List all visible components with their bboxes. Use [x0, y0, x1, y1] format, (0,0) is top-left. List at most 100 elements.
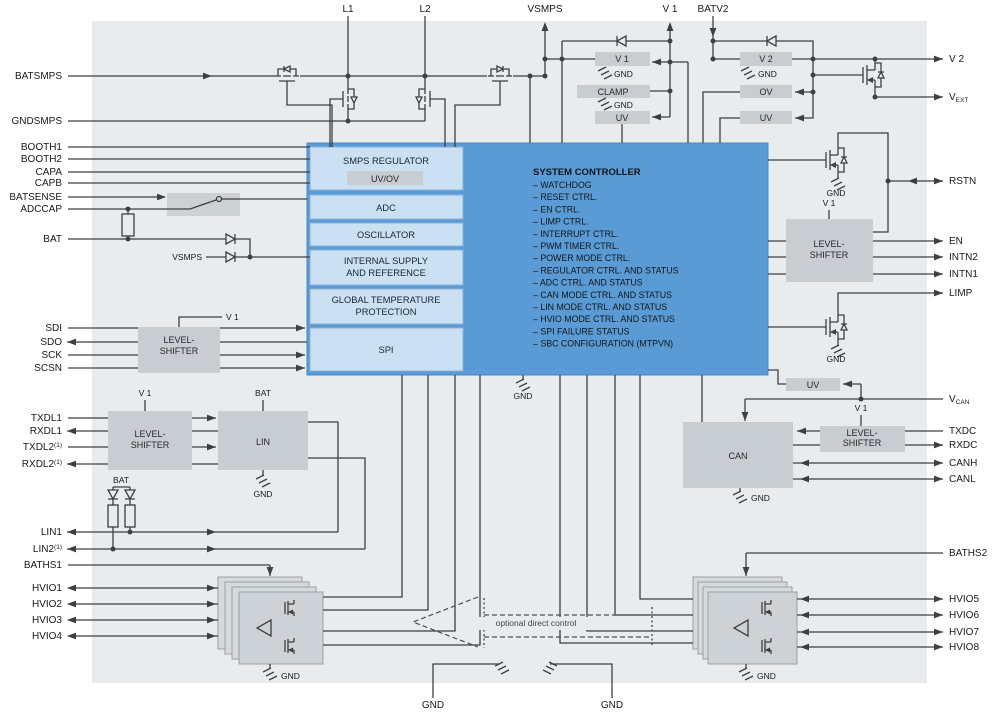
v1-net-label-lin: V 1	[139, 388, 152, 398]
controller-item: – SBC CONFIGURATION (MTPVN)	[533, 339, 673, 349]
pin-label-hvio1: HVIO1	[32, 583, 62, 594]
uv-v2-box-label: UV	[760, 113, 773, 123]
block-uvov-bar	[347, 171, 423, 185]
wiring	[67, 16, 943, 698]
buffer-icon	[255, 618, 272, 638]
pin-label-vsmps: VSMPS	[527, 4, 562, 15]
controller-item: – INTERRUPT CTRL.	[533, 229, 618, 239]
spi-label: SPI	[379, 345, 394, 355]
v1-net-label-can: V 1	[855, 403, 868, 413]
v1-net-label-rstn: V 1	[823, 198, 836, 208]
controller-item: – SPI FAILURE STATUS	[533, 326, 630, 336]
pin-label-hvio5: HVIO5	[949, 594, 979, 605]
block-uv-v2	[740, 111, 792, 124]
oscillator-label: OSCILLATOR	[357, 230, 415, 240]
block-uv-vcan	[786, 378, 840, 391]
pin-label-baths1: BATHS1	[24, 560, 63, 571]
pin-label-bat: BAT	[43, 234, 62, 245]
block-internal-supply	[309, 249, 464, 286]
hvio-right-stack	[692, 576, 798, 665]
block-uv-v1	[595, 111, 650, 124]
pin-label-batsmps: BATSMPS	[15, 71, 62, 82]
pin-label-canh: CANH	[949, 458, 977, 469]
buffer-icon	[732, 618, 749, 638]
pin-label-intn1: INTN1	[949, 269, 978, 280]
pin-label-baths2: BATHS2	[949, 548, 988, 559]
pin-label-hvio4: HVIO4	[32, 631, 62, 642]
pin-label-booth1: BOOTH1	[21, 142, 63, 153]
levelshifter-can-label-1: LEVEL-	[846, 428, 877, 438]
gnd-label-limp-fet: GND	[827, 354, 846, 364]
gnd-label-v2: GND	[758, 69, 777, 79]
global-temp-label-2: PROTECTION	[356, 307, 417, 317]
can-box-label: CAN	[728, 451, 747, 461]
smps-regulator-label: SMPS REGULATOR	[343, 156, 429, 166]
pin-label-rxdl2: RXDL2(1)	[22, 459, 62, 470]
block-global-temp	[309, 288, 464, 325]
pin-label-rstn: RSTN	[949, 176, 976, 187]
lin-box-label: LIN	[256, 437, 270, 447]
pin-label-gnd-left: GND	[422, 700, 444, 711]
controller-item: – HVIO MODE CTRL. AND STATUS	[533, 314, 675, 324]
pin-label-capb: CAPB	[35, 178, 63, 189]
pin-label-scsn: SCSN	[34, 363, 62, 374]
pin-label-adccap: ADCCAP	[20, 204, 62, 215]
controller-item: – PWM TIMER CTRL.	[533, 241, 619, 251]
internal-supply-label-1: INTERNAL SUPPLY	[344, 256, 428, 266]
gnd-label-rstn-fet: GND	[827, 188, 846, 198]
pin-label-sdo: SDO	[40, 337, 62, 348]
pin-label-limp: LIMP	[949, 288, 973, 299]
resistor-icon	[121, 213, 135, 237]
resistor-icon	[124, 504, 136, 528]
pin-label-canl: CANL	[949, 474, 976, 485]
controller-item: – LIMP CTRL.	[533, 217, 589, 227]
controller-item: – WATCHDOG	[533, 180, 592, 190]
levelshifter-lin-label-2: SHIFTER	[131, 440, 170, 450]
block-levelshifter-rstn	[786, 219, 873, 282]
controller-item: – CAN MODE CTRL. AND STATUS	[533, 290, 672, 300]
pin-label-rxdc: RXDC	[949, 440, 977, 451]
pin-label-hvio7: HVIO7	[949, 627, 979, 638]
pin-label-txdc: TXDC	[949, 426, 976, 437]
ov-box-label: OV	[759, 87, 772, 97]
pin-label-intn2: INTN2	[949, 252, 978, 263]
pin-label-txdl1: TXDL1	[31, 413, 63, 424]
block-levelshifter-can	[820, 426, 905, 452]
gnd-label-lin: GND	[254, 489, 273, 499]
pin-label-vext: VEXT	[949, 92, 968, 104]
pin-label-hvio8: HVIO8	[949, 642, 979, 653]
block-lin	[218, 411, 308, 470]
pin-label-hvio6: HVIO6	[949, 610, 979, 621]
bat-net-label-diodes: BAT	[113, 475, 129, 485]
junction-dots	[110, 38, 891, 552]
pin-label-en: EN	[949, 236, 963, 247]
hvio-left-stack	[217, 576, 324, 665]
resistor-icon	[107, 504, 119, 528]
pin-label-batsense: BATSENSE	[9, 192, 62, 203]
block-levelshifter-spi	[138, 327, 220, 373]
uv-v1-box-label: UV	[616, 113, 629, 123]
controller-item: – RESET CTRL.	[533, 192, 597, 202]
optional-control-dotted-wires	[483, 598, 653, 648]
v2-box-label: V 2	[759, 54, 773, 64]
gnd-label-can: GND	[751, 493, 770, 503]
pin-label-l2: L2	[419, 4, 431, 15]
controller-item: – EN CTRL.	[533, 204, 580, 214]
internal-supply-label-2: AND REFERENCE	[346, 268, 426, 278]
pin-label-hvio2: HVIO2	[32, 599, 62, 610]
pin-label-txdl2: TXDL2(1)	[23, 442, 62, 453]
clamp-box-label: CLAMP	[597, 87, 628, 97]
pin-label-l1: L1	[342, 4, 354, 15]
block-levelshifter-lin	[108, 411, 192, 470]
controller-item: – ADC CTRL. AND STATUS	[533, 278, 643, 288]
uv-vcan-box-label: UV	[807, 380, 820, 390]
levelshifter-spi-label-2: SHIFTER	[160, 346, 199, 356]
pin-label-vcan: VCAN	[949, 394, 970, 406]
v1-box-label: V 1	[615, 54, 629, 64]
pin-label-capa: CAPA	[36, 167, 63, 178]
pin-label-sck: SCK	[41, 350, 62, 361]
global-temp-label-1: GLOBAL TEMPERATURE	[332, 295, 441, 305]
pin-label-v1: V 1	[662, 4, 677, 15]
